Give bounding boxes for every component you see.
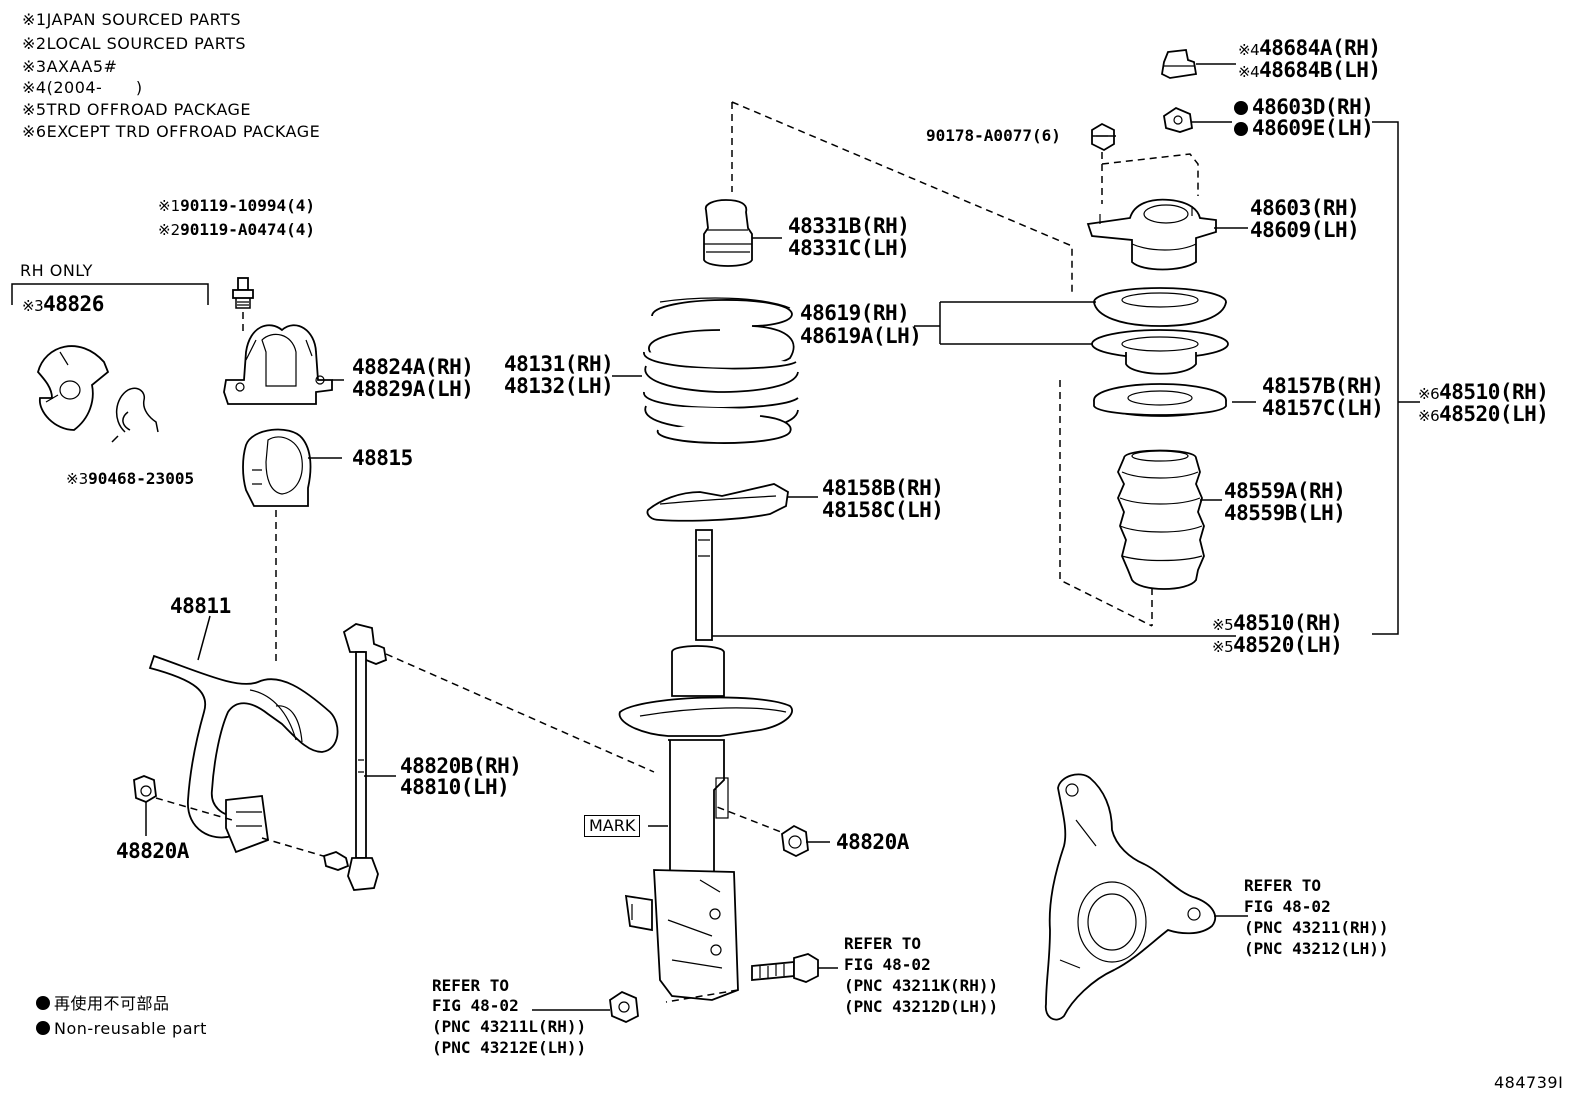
upper-insulator-48619-icon: [1093, 287, 1227, 327]
part-90119-2-label: ※290119-A0474(4): [158, 220, 315, 239]
legend-item-jp: 再使用不可部品: [36, 996, 170, 1012]
strut-bolt-icon: [751, 953, 819, 983]
spring-insulator-48158-icon: [646, 483, 789, 522]
filled-circle-icon: [36, 1021, 50, 1035]
steering-knuckle-icon: [1044, 773, 1217, 1021]
part-48609e-label: 48609E(LH): [1234, 118, 1374, 139]
part-48510-6-label: ※648510(RH): [1418, 380, 1549, 404]
bump-stop-48331-icon: [703, 199, 753, 267]
strut-mount-48603-icon: [1086, 198, 1217, 271]
ref-bolt-line2: FIG 48-02: [844, 955, 931, 974]
part-48158b-label: 48158B(RH): [822, 476, 944, 500]
note-1: ※1JAPAN SOURCED PARTS: [22, 10, 242, 29]
note-3: ※3AXAA5#: [22, 57, 118, 76]
ref-bolt-line3: (PNC 43211K(RH)): [844, 976, 999, 995]
filled-circle-icon: [36, 996, 50, 1010]
part-48684b-label: ※448684B(LH): [1238, 58, 1381, 82]
part-48157b-label: 48157B(RH): [1262, 374, 1384, 398]
dust-cap-48684-icon: [1161, 49, 1198, 79]
part-90178-label: 90178-A0077(6): [926, 126, 1061, 145]
spring-seat-48157-icon: [1093, 383, 1227, 417]
ref-nut-line2: FIG 48-02: [432, 996, 519, 1015]
ref-knuckle-line1: REFER TO: [1244, 876, 1322, 895]
stabilizer-bar-48811-icon: [148, 654, 339, 854]
part-48810-label: 48810(LH): [400, 775, 510, 799]
part-48826-label: ※348826: [22, 292, 104, 316]
part-48559b-label: 48559B(LH): [1224, 501, 1346, 525]
shield-48826-icon: [37, 345, 110, 431]
note-2: ※2LOCAL SOURCED PARTS: [22, 34, 247, 53]
ref-bolt-line4: (PNC 43212D(LH)): [844, 997, 999, 1016]
bushing-48815-icon: [242, 428, 312, 507]
part-48603-label: 48603(RH): [1250, 196, 1360, 220]
lower-insulator-48619-icon: [1091, 329, 1229, 375]
ref-knuckle-line3: (PNC 43211(RH)): [1244, 918, 1389, 937]
part-48520-5-label: ※548520(LH): [1212, 633, 1343, 657]
dust-boot-48559-icon: [1117, 449, 1205, 590]
strut-shock-absorber-icon: [618, 529, 793, 1001]
part-48131-label: 48131(RH): [504, 352, 614, 376]
part-48824a-label: 48824A(RH): [352, 355, 474, 379]
rh-only-label: RH ONLY: [20, 261, 93, 280]
part-90119-1-label: ※190119-10994(4): [158, 196, 315, 215]
part-48619a-label: 48619A(LH): [800, 324, 922, 348]
part-48609-label: 48609(LH): [1250, 218, 1360, 242]
part-48603d-label: 48603D(RH): [1234, 97, 1374, 118]
ref-nut-line4: (PNC 43212E(LH)): [432, 1038, 587, 1057]
note-5: ※5TRD OFFROAD PACKAGE: [22, 100, 252, 119]
clip-90468-icon: [111, 387, 159, 443]
part-48331b-label: 48331B(RH): [788, 214, 910, 238]
ref-knuckle-line2: FIG 48-02: [1244, 897, 1331, 916]
part-48520-6-label: ※648520(LH): [1418, 402, 1549, 426]
nut-90178-icon: [1091, 122, 1115, 152]
ref-nut-line3: (PNC 43211L(RH)): [432, 1017, 587, 1036]
part-48331c-label: 48331C(LH): [788, 236, 910, 260]
part-48829a-label: 48829A(LH): [352, 377, 474, 401]
part-48157c-label: 48157C(LH): [1262, 396, 1384, 420]
part-48559a-label: 48559A(RH): [1224, 479, 1346, 503]
part-90468-label: ※390468-23005: [66, 469, 195, 488]
non-reusable-bullet-icon: [1234, 101, 1248, 115]
figure-id: 484739I: [1494, 1073, 1564, 1092]
part-48820a-left-label: 48820A: [116, 839, 189, 863]
non-reusable-bullet-icon: [1234, 122, 1248, 136]
bracket-48824-icon: [223, 324, 333, 405]
part-48510-5-label: ※548510(RH): [1212, 611, 1343, 635]
ref-nut-line1: REFER TO: [432, 976, 510, 995]
part-48811-label: 48811: [170, 594, 231, 618]
part-48820b-label: 48820B(RH): [400, 754, 522, 778]
part-48815-label: 48815: [352, 446, 413, 470]
coil-spring-48131-icon: [643, 297, 799, 444]
bolt-90119-icon: [232, 277, 254, 309]
ref-knuckle-line4: (PNC 43212(LH)): [1244, 939, 1389, 958]
nut-48820a-right-icon: [781, 824, 809, 858]
note-6: ※6EXCEPT TRD OFFROAD PACKAGE: [22, 122, 321, 141]
part-48820a-right-label: 48820A: [836, 830, 909, 854]
part-48684a-label: ※448684A(RH): [1238, 36, 1381, 60]
flange-nut-icon: [609, 990, 639, 1023]
lock-nut-48603d-icon: [1163, 106, 1193, 133]
stabilizer-link-48820b-icon: [322, 623, 388, 891]
legend-item-en: Non-reusable part: [36, 1021, 207, 1037]
note-4: ※4(2004- ): [22, 78, 143, 97]
part-48619-label: 48619(RH): [800, 301, 910, 325]
part-48158c-label: 48158C(LH): [822, 498, 944, 522]
part-48132-label: 48132(LH): [504, 374, 614, 398]
mark-label: MARK: [584, 815, 641, 837]
ref-bolt-line1: REFER TO: [844, 934, 922, 953]
nut-48820a-left-icon: [133, 775, 157, 804]
